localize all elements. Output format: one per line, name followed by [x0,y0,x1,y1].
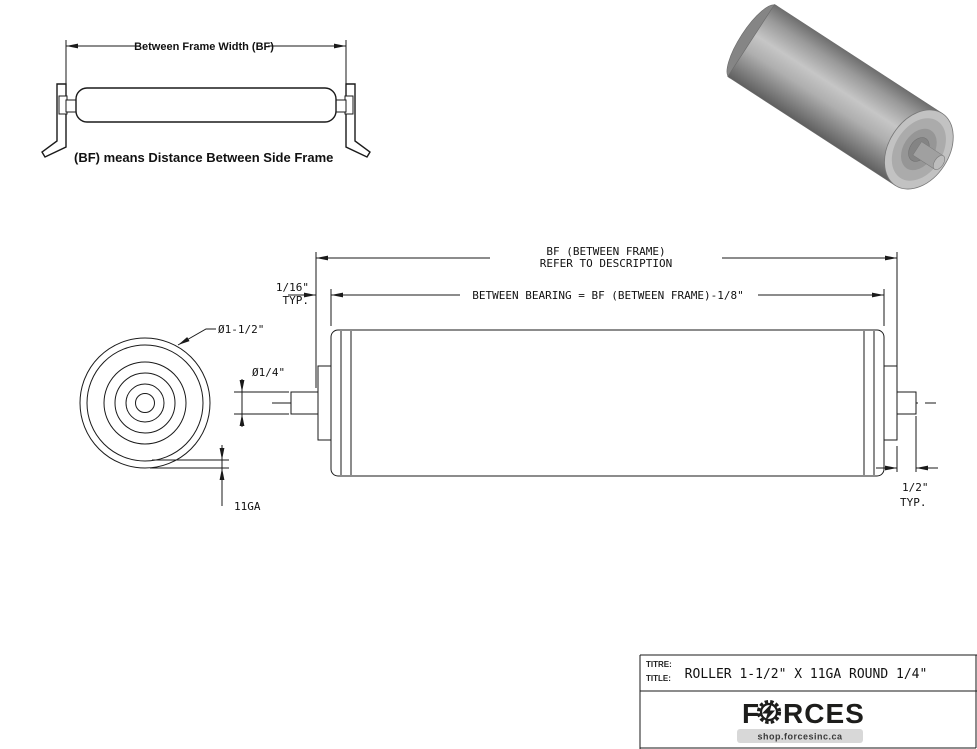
roller-dia-label: Ø1-1/2" [218,323,264,336]
roller-3d-shaft-end [932,155,946,170]
roller-3d-render [726,4,954,190]
shaft-dia-label: Ø1/4" [252,366,285,379]
endcap-circle [103,361,187,445]
tube-inner-circle [86,344,204,462]
half-label: 1/2" [902,481,929,494]
leader-line [177,328,216,346]
lightning-bolt-icon [762,703,775,722]
bf-inset-diagram: Between Frame Width (BF) (BF) means Dist… [41,40,371,165]
roller-tube [330,329,885,477]
bearing-circle [114,372,176,434]
gear-icon [756,699,782,725]
title-block: TITRE: TITLE: ROLLER 1-1/2" X 11GA ROUND… [639,654,977,749]
inset-roller-body [75,87,337,123]
half-typ-label: TYP. [900,496,927,509]
brand-site-url: shop.forcesinc.ca [757,732,843,742]
left-shaft [290,391,319,415]
bf-dim-label-line1: BF (BETWEEN FRAME) [546,245,665,258]
right-bearing-hub [883,365,898,441]
between-bearing-label: BETWEEN BEARING = BF (BETWEEN FRAME)-1/8… [472,289,744,302]
gauge-label: 11GA [234,500,261,513]
bearing-inner-circle [125,383,165,423]
bf-width-label: Between Frame Width (BF) [134,41,274,53]
right-shaft [896,391,917,415]
bf-dim-label-line2: REFER TO DESCRIPTION [540,257,672,270]
titre-label: TITRE: [646,660,672,669]
left-side-frame [41,83,67,158]
dimensions: BF (BETWEEN FRAME) REFER TO DESCRIPTION … [150,245,938,513]
right-side-frame [345,83,371,158]
roller-end-view [79,337,211,469]
site-strip [737,729,863,743]
brand-text-rest: RCES [783,698,865,729]
left-bearing-hub [317,365,332,441]
brand-text-f: F [742,698,760,729]
shaft-circle [135,393,155,413]
tube-outer-circle [79,337,211,469]
drawing-title: ROLLER 1-1/2" X 11GA ROUND 1/4" [685,667,928,682]
bf-caption: (BF) means Distance Between Side Frame [74,150,333,165]
sixteenth-label: 1/16" [276,281,309,294]
right-shaft-stub [335,99,347,113]
title-label: TITLE: [646,674,671,683]
roller-side-view [272,329,936,477]
sixteenth-typ-label: TYP. [283,294,310,307]
left-shaft-stub [65,99,77,113]
forces-logo: F RCES shop.forcesinc.ca [737,698,865,743]
